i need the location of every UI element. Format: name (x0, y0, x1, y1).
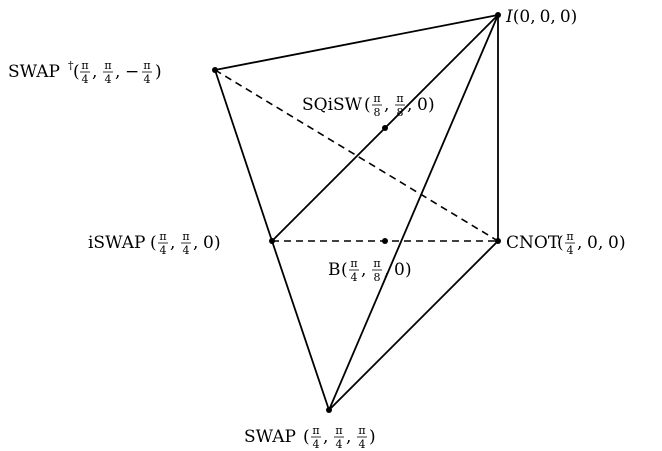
label-iswap: iSWAP ( π 4 , π 4 , 0 ) (88, 230, 221, 257)
close-paren: ) (214, 233, 221, 253)
comma: , (361, 260, 366, 280)
coord-zero: 0 (417, 95, 428, 115)
vertex-I (495, 12, 501, 18)
frac-den: 4 (359, 438, 366, 451)
frac-num: π (143, 59, 150, 72)
label-sqisw-name: SQiSW (302, 95, 363, 115)
frac-num: π (312, 424, 319, 437)
frac-den: 4 (160, 244, 167, 257)
close-paren: ) (155, 62, 162, 82)
edge-cnot-swap (328, 240, 499, 411)
edge-swapdag-iswap (214, 69, 273, 242)
comma: , (170, 233, 175, 253)
comma: , (193, 233, 198, 253)
label-swap-dagger-name: SWAP (8, 62, 60, 82)
frac-den: 8 (397, 106, 404, 119)
frac-num: π (373, 92, 380, 105)
label-b-gate: B ( π 4 , π 8 , 0 ) (328, 257, 412, 284)
open-paren: ( (364, 95, 371, 115)
comma: , (323, 427, 328, 447)
label-swap-dagger-sup: † (68, 59, 74, 72)
label-b-name: B (328, 260, 341, 280)
close-paren: ) (619, 233, 626, 253)
minus-sign: − (125, 62, 139, 82)
comma: , (598, 233, 603, 253)
frac-den: 4 (144, 73, 151, 86)
vertex-swapdag (212, 67, 218, 73)
coord-zero: 0 (203, 233, 214, 253)
close-paren: ) (428, 95, 435, 115)
edge-I-swap (328, 14, 499, 411)
frac-den: 8 (374, 106, 381, 119)
frac-num: π (81, 59, 88, 72)
open-paren: ( (303, 427, 310, 447)
frac-num: π (566, 230, 573, 243)
label-swap-name: SWAP (244, 427, 296, 447)
label-identity: I(0,0,0) (505, 7, 577, 27)
comma: , (92, 62, 97, 82)
vertex-cnot (495, 238, 501, 244)
edge-iswap-swap (271, 240, 330, 411)
frac-num: π (104, 59, 111, 72)
vertex-sqisw (382, 125, 388, 131)
coord-zero: 0 (608, 233, 619, 253)
frac-num: π (350, 257, 357, 270)
frac-num: π (182, 230, 189, 243)
edge-swapdag-I (214, 14, 499, 71)
coord-zero: 0 (394, 260, 405, 280)
frac-den: 4 (351, 271, 358, 284)
label-cnot: CNOT ( π 4 , 0 , 0 ) (506, 230, 626, 257)
vertex-iswap (269, 238, 275, 244)
open-paren: ( (341, 260, 348, 280)
frac-num: π (358, 424, 365, 437)
comma: , (577, 233, 582, 253)
frac-den: 4 (567, 244, 574, 257)
coord-zero: 0 (587, 233, 598, 253)
frac-num: π (373, 257, 380, 270)
close-paren: ) (369, 427, 376, 447)
frac-num: π (396, 92, 403, 105)
label-swap-dagger: SWAP † ( π 4 , π 4 , − π 4 ) (8, 59, 162, 86)
comma: , (115, 62, 120, 82)
comma: , (346, 427, 351, 447)
label-iswap-name: iSWAP (88, 233, 145, 253)
close-paren: ) (405, 260, 412, 280)
frac-num: π (335, 424, 342, 437)
comma: , (384, 95, 389, 115)
frac-den: 4 (313, 438, 320, 451)
vertex-swap (326, 407, 332, 413)
label-swap: SWAP ( π 4 , π 4 , π 4 ) (244, 424, 376, 451)
comma: , (384, 260, 389, 280)
open-paren: ( (150, 233, 157, 253)
frac-den: 4 (105, 73, 112, 86)
frac-den: 4 (336, 438, 343, 451)
label-sqisw: SQiSW ( π 8 , π 8 , 0 ) (302, 92, 435, 119)
label-cnot-name: CNOT (506, 233, 560, 253)
open-paren: ( (557, 233, 564, 253)
vertex-b (382, 238, 388, 244)
comma: , (407, 95, 412, 115)
frac-den: 4 (82, 73, 89, 86)
frac-num: π (159, 230, 166, 243)
label-swap-dagger-open: ( (73, 62, 80, 82)
frac-den: 4 (183, 244, 190, 257)
frac-den: 8 (374, 271, 381, 284)
